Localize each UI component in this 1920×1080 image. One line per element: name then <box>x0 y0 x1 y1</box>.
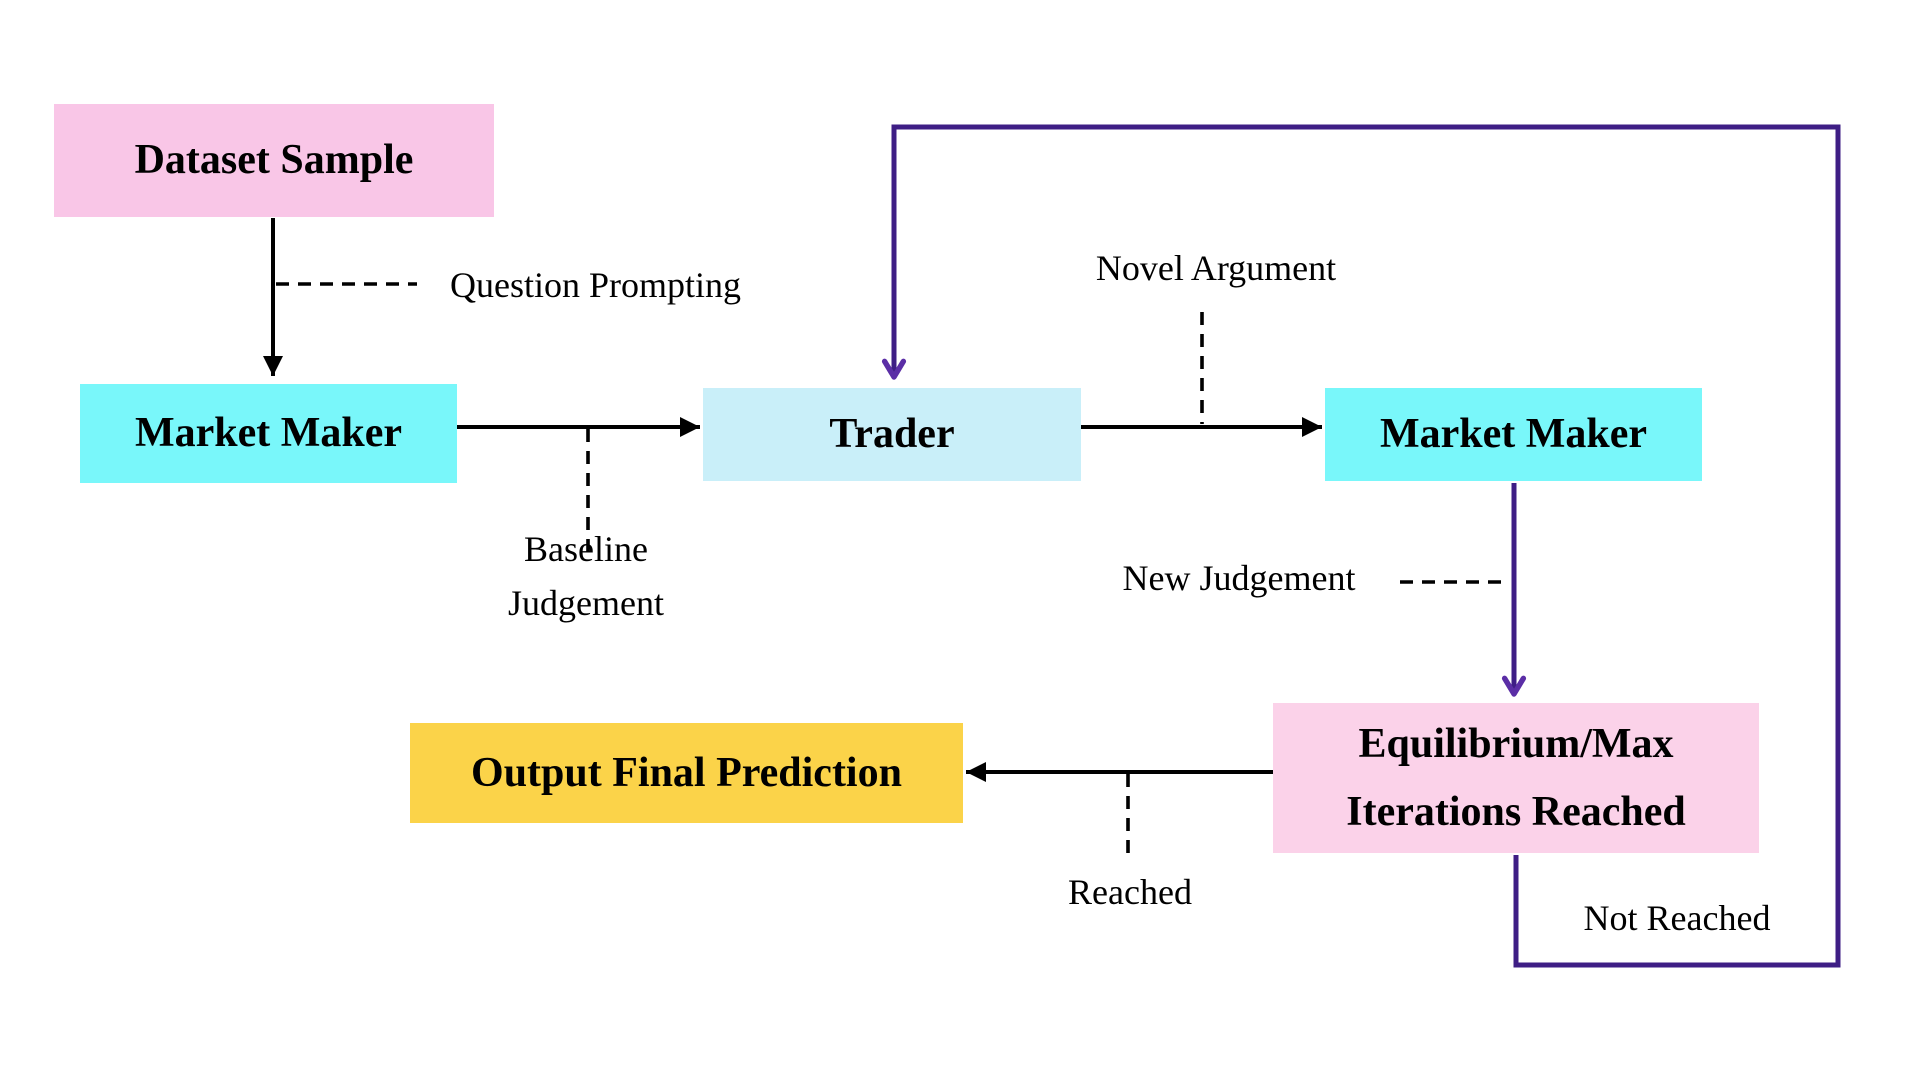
market-maker-2-label: Market Maker <box>1379 411 1648 458</box>
dataset-sample-box: Dataset Sample <box>54 104 494 217</box>
market-maker-2-box: Market Maker <box>1325 388 1702 481</box>
loop-not-reached-to-trader <box>881 124 1841 968</box>
new-judgement-annotation: New Judgement <box>1122 558 1356 598</box>
market-maker-1-box: Market Maker <box>80 384 457 483</box>
question-prompting-annotation: Question Prompting <box>450 265 742 305</box>
trader-box: Trader <box>703 388 1081 481</box>
reached-annotation: Reached <box>1068 872 1192 912</box>
novel-argument-annotation: Novel Argument <box>1095 248 1337 288</box>
output-final-prediction-label: Output Final Prediction <box>471 749 902 796</box>
equilibrium-label: Equilibrium/Max Iterations Reached <box>1346 720 1686 835</box>
baseline-judgement-annotation: Baseline Judgement <box>508 529 664 623</box>
equilibrium-box: Equilibrium/Max Iterations Reached <box>1273 703 1759 853</box>
output-final-prediction-box: Output Final Prediction <box>410 723 963 823</box>
not-reached-annotation: Not Reached <box>1583 898 1771 938</box>
trader-label: Trader <box>829 411 955 458</box>
market-maker-1-label: Market Maker <box>134 410 403 457</box>
dataset-sample-label: Dataset Sample <box>134 137 414 184</box>
